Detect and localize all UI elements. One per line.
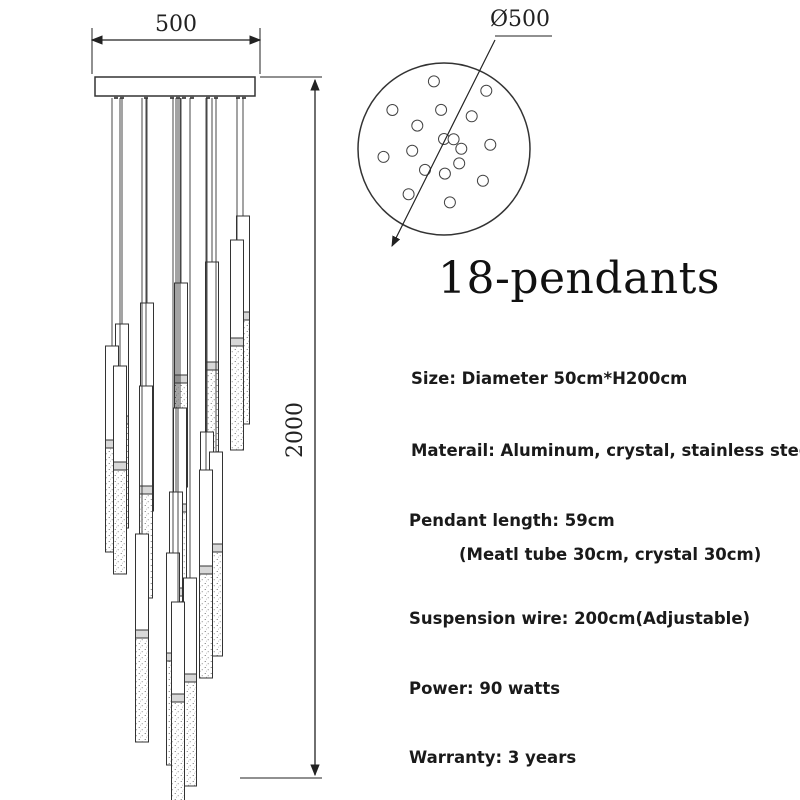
width-dimension-label: 500 (155, 12, 197, 37)
metal-tube (183, 577, 197, 679)
diameter-dimension-label: Ø500 (490, 7, 550, 32)
spec-pendant-detail: (Meatl tube 30cm, crystal 30cm) (459, 545, 762, 564)
pendant-dot (465, 110, 478, 123)
tube-joint (135, 629, 149, 639)
spec-power: Power: 90 watts (409, 679, 561, 698)
canopy-mount (190, 96, 194, 99)
crystal-rod (135, 637, 149, 743)
tube-joint (230, 337, 244, 347)
spec-pendant-length: Pendant length: 59cm (409, 511, 615, 530)
pendant-dot (435, 103, 448, 116)
ceiling-canopy (94, 76, 256, 97)
canopy-mount (236, 96, 240, 99)
canopy-mount (206, 96, 210, 99)
pendant-dot (402, 188, 415, 201)
spec-material: Materail: Aluminum, crystal, stainless s… (411, 441, 800, 460)
pendant-dot (406, 144, 419, 157)
pendant-dot (480, 84, 493, 97)
spec-suspension: Suspension wire: 200cm(Adjustable) (409, 609, 751, 628)
pendant-dot (438, 167, 451, 180)
canopy-mount (144, 96, 148, 99)
canopy-mount (242, 96, 246, 99)
top-view: Ø500 (357, 7, 552, 247)
height-dimension: 2000 (240, 76, 322, 779)
pendant-dot (427, 75, 440, 88)
canopy-mount (170, 96, 174, 99)
spec-size: Size: Diameter 50cm*H200cm (411, 369, 688, 388)
tube-joint (171, 693, 185, 703)
canopy-mount (114, 96, 118, 99)
pendant-dot (476, 174, 489, 187)
pendant-dot (455, 142, 468, 155)
top-view-outline (357, 62, 531, 236)
canopy-mount (120, 96, 124, 99)
crystal-rod (113, 469, 127, 575)
pendant-dot (484, 138, 497, 151)
pendant-dot (419, 163, 431, 176)
crystal-rod (171, 701, 185, 800)
metal-tube (199, 469, 213, 571)
tube-joint (183, 673, 197, 683)
metal-tube (171, 601, 185, 699)
metal-tube (230, 239, 244, 343)
pendant-group (105, 96, 250, 800)
pendant-dot-group (377, 75, 497, 209)
metal-tube (139, 385, 153, 491)
pendant-dot (443, 196, 456, 209)
pendant-dot (453, 157, 466, 170)
crystal-rod (199, 573, 213, 679)
crystal-rod (183, 681, 197, 787)
tube-joint (139, 485, 153, 495)
canopy-mount (182, 96, 186, 99)
pendant-dot (377, 150, 390, 163)
tube-joint (113, 461, 127, 471)
pendant-dot (386, 104, 399, 116)
tube-joint (199, 565, 213, 575)
width-dimension: 500 (90, 12, 262, 74)
canopy-mount (214, 96, 218, 99)
height-dimension-label: 2000 (283, 402, 308, 458)
crystal-rod (230, 345, 244, 451)
pendant-dot (411, 119, 424, 132)
pendant-dot (447, 133, 460, 146)
metal-tube (135, 533, 149, 635)
spec-warranty: Warranty: 3 years (409, 748, 577, 767)
canopy-mount (176, 96, 180, 99)
metal-tube (113, 365, 127, 467)
pendant-count-title: 18-pendants (438, 253, 720, 304)
